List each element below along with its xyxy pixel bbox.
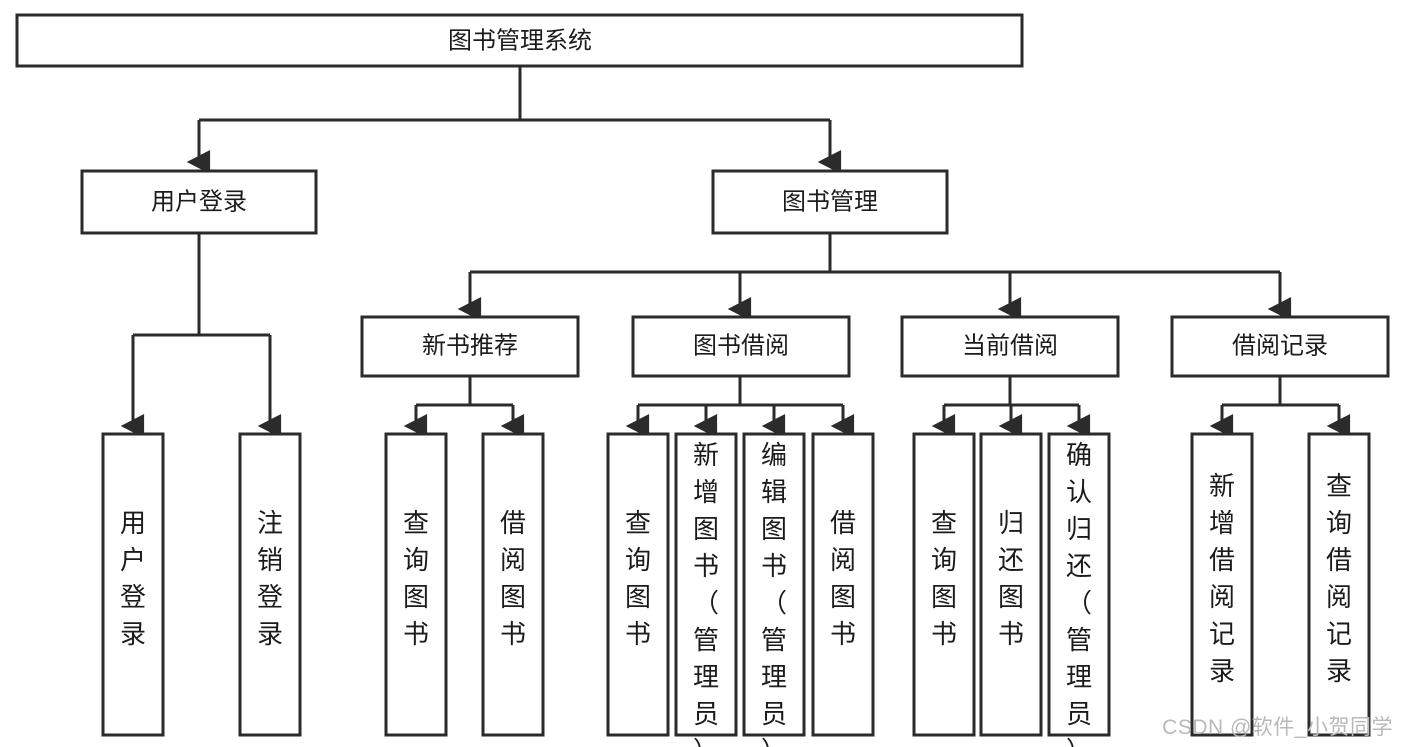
leaf-box[interactable] [101, 432, 165, 737]
leaf-node-查询借阅记录[interactable]: 查询借阅记录 [1307, 432, 1371, 737]
leaf-node-新增借阅记录[interactable]: 新增借阅记录 [1190, 432, 1254, 737]
node-book-manage-label: 图书管理 [782, 188, 878, 215]
node-book-borrow-label: 图书借阅 [693, 332, 789, 359]
leaf-box[interactable] [1307, 432, 1371, 737]
leaf-layer: 用户登录 注销登录 查询图书 借阅图书 查询图书 新增图书（管理员） 编辑图书（… [101, 432, 1371, 747]
leaf-node-编辑图书（管理员）[interactable]: 编辑图书（管理员） [742, 432, 806, 747]
leaf-box[interactable] [238, 432, 302, 737]
leaf-box[interactable] [979, 432, 1043, 737]
node-book-manage-box[interactable] [711, 169, 949, 235]
node-user-login-box[interactable] [80, 169, 318, 235]
leaf-box[interactable] [912, 432, 976, 737]
leaf-label: 查询图书 [931, 508, 957, 649]
leaf-label: 查询借阅记录 [1326, 471, 1352, 686]
node-root-box[interactable] [15, 13, 1024, 68]
node-book-manage[interactable]: 图书管理 [711, 169, 949, 235]
node-new-book[interactable]: 新书推荐 [360, 315, 580, 378]
leaf-node-新增图书（管理员）[interactable]: 新增图书（管理员） [674, 432, 738, 747]
leaf-node-用户登录[interactable]: 用户登录 [101, 432, 165, 737]
connector-layer [120, 66, 1351, 438]
leaf-node-借阅图书[interactable]: 借阅图书 [481, 432, 545, 737]
leaf-label: 新增借阅记录 [1209, 471, 1235, 686]
leaf-node-注销登录[interactable]: 注销登录 [238, 432, 302, 737]
node-new-book-label: 新书推荐 [422, 332, 518, 359]
leaf-label: 借阅图书 [500, 508, 526, 649]
leaf-box[interactable] [674, 432, 738, 737]
leaf-box[interactable] [606, 432, 670, 737]
node-user-login-label: 用户登录 [151, 188, 247, 215]
leaf-box[interactable] [742, 432, 806, 737]
leaf-box[interactable] [384, 432, 448, 737]
node-borrow-record-label: 借阅记录 [1232, 332, 1328, 359]
leaf-node-归还图书[interactable]: 归还图书 [979, 432, 1043, 737]
node-current-borrow-box[interactable] [900, 315, 1120, 378]
leaf-node-查询图书[interactable]: 查询图书 [912, 432, 976, 737]
node-root[interactable]: 图书管理系统 [15, 13, 1024, 68]
leaf-node-查询图书[interactable]: 查询图书 [606, 432, 670, 737]
leaf-label: 确认归还（管理员） [1066, 440, 1092, 747]
leaf-box[interactable] [481, 432, 545, 737]
leaf-label: 用户登录 [120, 508, 146, 649]
leaf-label: 新增图书（管理员） [693, 440, 719, 747]
node-borrow-record-box[interactable] [1170, 315, 1390, 378]
leaf-node-借阅图书[interactable]: 借阅图书 [811, 432, 875, 737]
node-book-borrow-box[interactable] [631, 315, 851, 378]
leaf-box[interactable] [811, 432, 875, 737]
leaf-label: 借阅图书 [830, 508, 856, 649]
leaf-label: 归还图书 [998, 508, 1024, 649]
node-root-label: 图书管理系统 [448, 27, 592, 54]
leaf-node-确认归还（管理员）[interactable]: 确认归还（管理员） [1047, 432, 1111, 747]
leaf-label: 编辑图书（管理员） [761, 440, 787, 747]
node-borrow-record[interactable]: 借阅记录 [1170, 315, 1390, 378]
leaf-label: 查询图书 [625, 508, 651, 649]
node-book-borrow[interactable]: 图书借阅 [631, 315, 851, 378]
leaf-label: 查询图书 [403, 508, 429, 649]
leaf-node-查询图书[interactable]: 查询图书 [384, 432, 448, 737]
leaf-box[interactable] [1190, 432, 1254, 737]
node-current-borrow-label: 当前借阅 [962, 332, 1058, 359]
node-new-book-box[interactable] [360, 315, 580, 378]
node-current-borrow[interactable]: 当前借阅 [900, 315, 1120, 378]
leaf-box[interactable] [1047, 432, 1111, 737]
leaf-label: 注销登录 [257, 508, 283, 649]
node-user-login[interactable]: 用户登录 [80, 169, 318, 235]
